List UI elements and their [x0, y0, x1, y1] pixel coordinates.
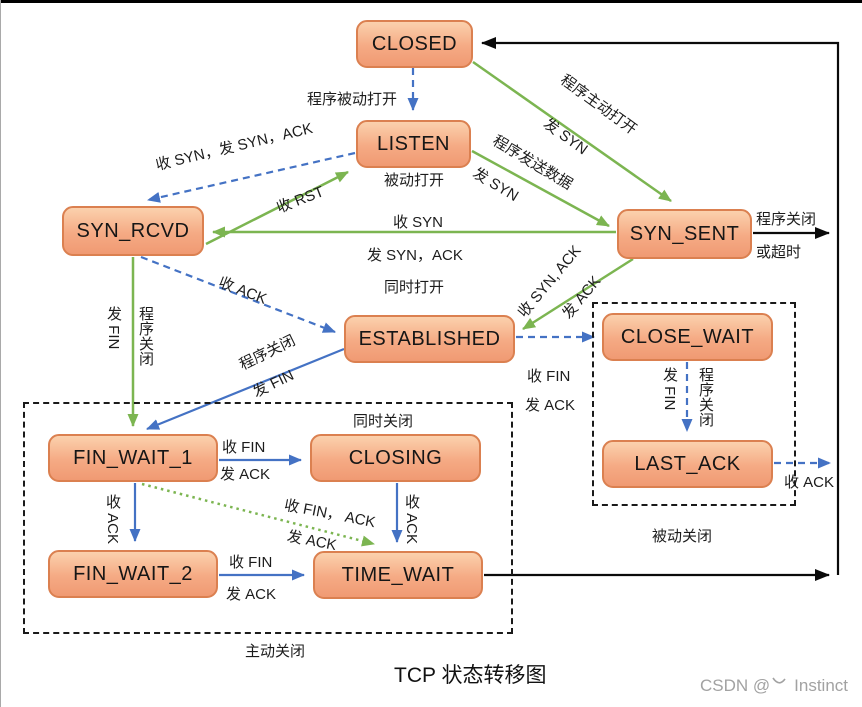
label-app-close-synrcvd: 程序关闭 — [137, 306, 154, 366]
label-recv-ack-closing: 收 ACK — [403, 494, 420, 545]
edge-synrcvd-to-established — [140, 255, 336, 334]
label-simultaneous-close: 同时关闭 — [353, 413, 414, 430]
edge-listen-to-synsent — [471, 149, 610, 228]
state-box-listen: LISTEN — [356, 120, 471, 168]
label-send-ack-closing: 发 ACK — [220, 466, 271, 483]
label-app-close: 程序关闭 — [756, 211, 817, 228]
label-listen-caption: 被动打开 — [384, 172, 445, 189]
label-recv-syn: 收 SYN — [393, 214, 444, 231]
state-box-closed: CLOSED — [356, 20, 473, 68]
label-simultaneous-open: 同时打开 — [384, 279, 445, 296]
label-closed-to-listen: 程序被动打开 — [307, 91, 398, 108]
label-recv-ack-finwait2: 收 ACK — [104, 494, 121, 545]
label-send-syn-ack: 发 SYN，ACK — [367, 247, 463, 264]
label-recv-fin-timewait: 收 FIN — [229, 554, 273, 571]
label-app-close-closewait: 程序关闭 — [697, 367, 714, 427]
state-box-syn-rcvd: SYN_RCVD — [62, 206, 204, 256]
passive-close-group-box — [592, 302, 796, 506]
state-box-closing: CLOSING — [310, 434, 481, 482]
window-left-edge — [0, 0, 1, 707]
watermark-author: Instinct — [794, 676, 848, 695]
state-box-time-wait: TIME_WAIT — [313, 551, 483, 599]
label-send-ack-timewait: 发 ACK — [226, 586, 277, 603]
signature-curve-icon — [772, 671, 786, 691]
edge-closed-to-synsent — [472, 60, 672, 203]
label-send-fin-synrcvd: 发 FIN — [105, 306, 122, 350]
active-close-group-box — [23, 402, 513, 634]
label-recv-ack-lastack: 收 ACK — [784, 474, 835, 491]
window-top-edge — [0, 0, 862, 3]
label-active-close-group: 主动关闭 — [245, 643, 306, 660]
label-or-timeout: 或超时 — [756, 244, 802, 261]
diagram-title: TCP 状态转移图 — [394, 664, 547, 687]
label-send-fin-closewait: 发 FIN — [661, 367, 678, 411]
state-box-syn-sent: SYN_SENT — [617, 209, 752, 259]
edge-established-to-finwait1 — [146, 347, 345, 431]
watermark-prefix: CSDN @ — [699, 676, 771, 695]
label-recv-fin-closewait: 收 FIN — [527, 368, 571, 385]
state-box-last-ack: LAST_ACK — [602, 440, 773, 488]
state-box-close-wait: CLOSE_WAIT — [602, 313, 773, 361]
state-box-fin-wait-2: FIN_WAIT_2 — [48, 550, 218, 598]
state-box-fin-wait-1: FIN_WAIT_1 — [48, 434, 218, 482]
label-send-ack-closewait: 发 ACK — [525, 397, 576, 414]
label-passive-close-group: 被动关闭 — [652, 528, 713, 545]
edge-return-to-closed — [481, 37, 840, 575]
state-box-established: ESTABLISHED — [344, 315, 515, 363]
edge-synsent-to-established — [522, 257, 634, 331]
watermark: CSDN @ Instinct — [700, 676, 848, 696]
label-recv-fin-closing: 收 FIN — [222, 439, 266, 456]
edge-finwait1-to-timewait-dotted — [141, 482, 375, 547]
